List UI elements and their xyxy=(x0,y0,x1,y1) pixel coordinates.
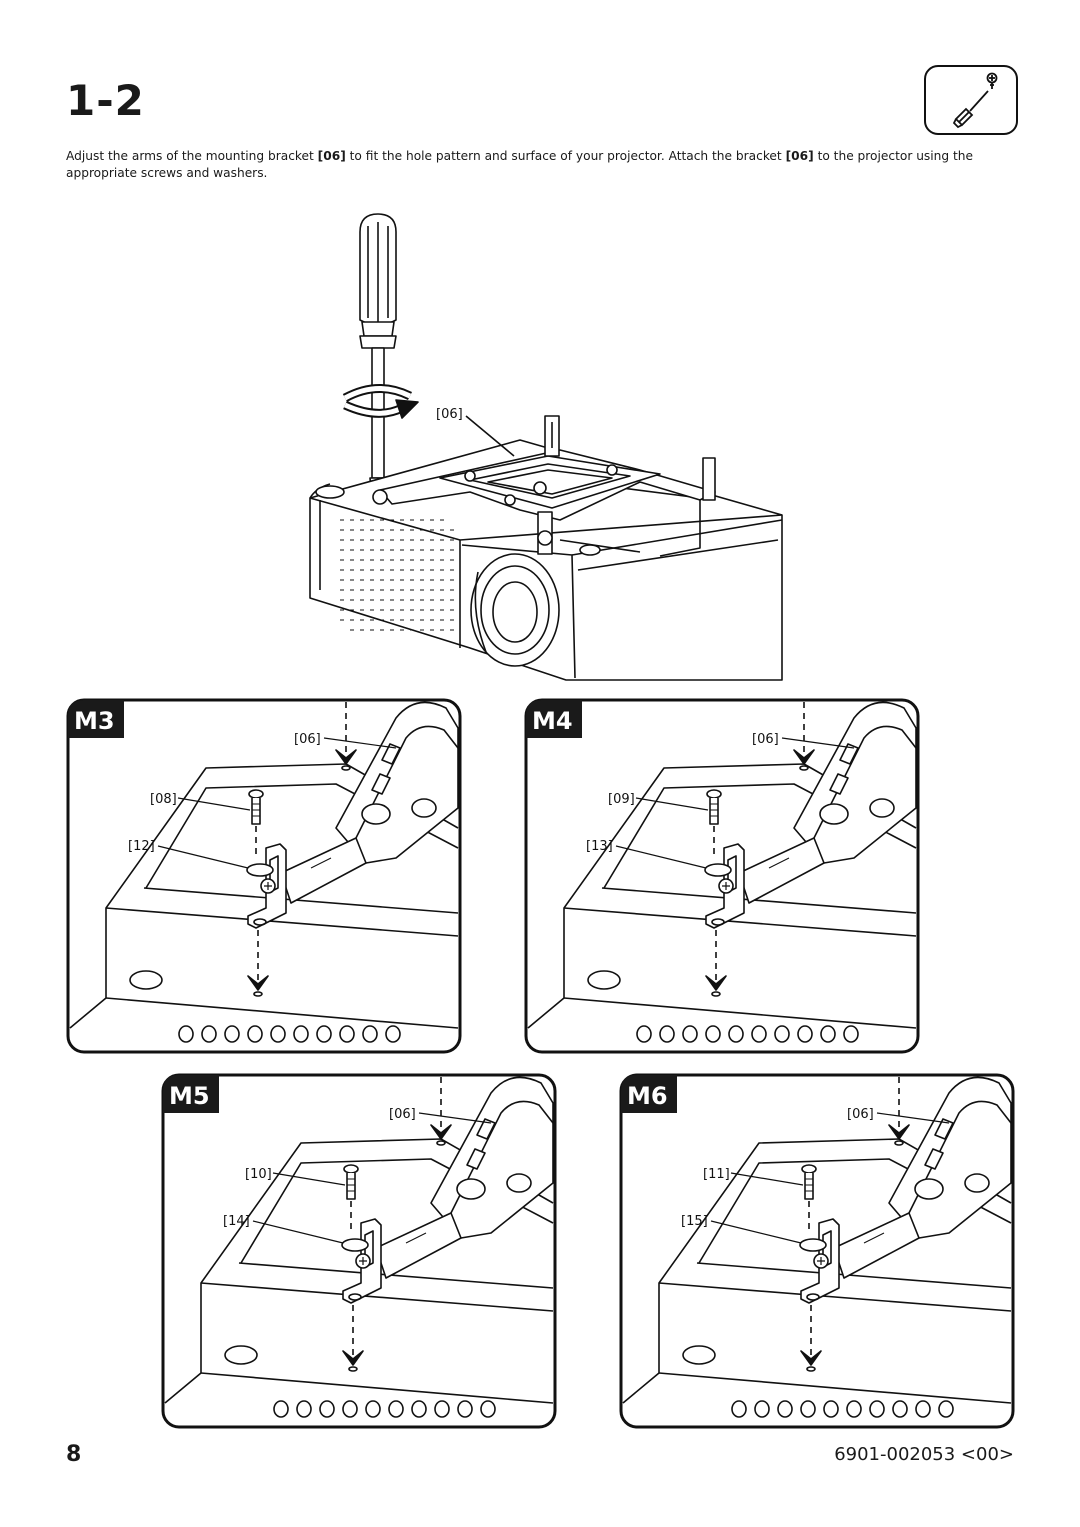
mounting-bracket xyxy=(372,415,716,555)
callout-bracket: [06] xyxy=(294,732,321,747)
callout-washer: [12] xyxy=(128,839,155,854)
document-code: 6901-002053 <00> xyxy=(834,1444,1014,1465)
callout-screw: [10] xyxy=(245,1167,272,1182)
part-ref: [06] xyxy=(785,149,814,163)
panel-tag: M5 xyxy=(163,1075,219,1113)
callout-bracket: [06] xyxy=(752,732,779,747)
rotate-arrow-icon xyxy=(342,383,419,419)
callout-screw: [09] xyxy=(608,792,635,807)
panel-drawing: M6 [06] [11] [15] xyxy=(619,1073,1015,1429)
callout-bracket: [06] xyxy=(389,1107,416,1122)
panel-tag: M3 xyxy=(68,700,124,738)
panel-tag: M6 xyxy=(621,1075,677,1113)
page-title: 1-2 xyxy=(66,76,145,125)
panel-m5: M5 [06] [10] [14] xyxy=(161,1073,557,1429)
panel-drawing: M4 [06] [09] [13] xyxy=(524,698,920,1054)
panel-label: M3 xyxy=(74,707,115,735)
callout-screw: [11] xyxy=(703,1167,730,1182)
panel-label: M6 xyxy=(627,1082,668,1110)
callout-washer: [15] xyxy=(681,1214,708,1229)
screwdriver-icon xyxy=(359,213,397,501)
tool-icon-box xyxy=(924,65,1018,135)
main-projector-figure: [06] xyxy=(309,213,783,681)
callout-washer: [14] xyxy=(223,1214,250,1229)
callout-washer: [13] xyxy=(586,839,613,854)
callout-screw: [08] xyxy=(150,792,177,807)
panel-label: M5 xyxy=(169,1082,210,1110)
page-number: 8 xyxy=(66,1442,82,1467)
instruction-text: Adjust the arms of the mounting bracket … xyxy=(66,149,973,180)
callout-bracket: [06] xyxy=(847,1107,874,1122)
screwdriver-icon xyxy=(952,72,998,129)
panel-label: M4 xyxy=(532,707,573,735)
panel-m3: M3 [06] [08] [12] xyxy=(66,698,462,1054)
panel-drawing: M5 [06] [10] [14] xyxy=(161,1073,557,1429)
panel-tag: M4 xyxy=(526,700,582,738)
panel-drawing: M3 [06] [08] [12] xyxy=(66,698,462,1054)
panel-m6: M6 [06] [11] [15] xyxy=(619,1073,1015,1429)
part-ref: [06] xyxy=(317,149,346,163)
callout-06: [06] xyxy=(436,407,463,422)
vent-grille xyxy=(340,519,454,631)
panel-m4: M4 [06] [09] [13] xyxy=(524,698,920,1054)
